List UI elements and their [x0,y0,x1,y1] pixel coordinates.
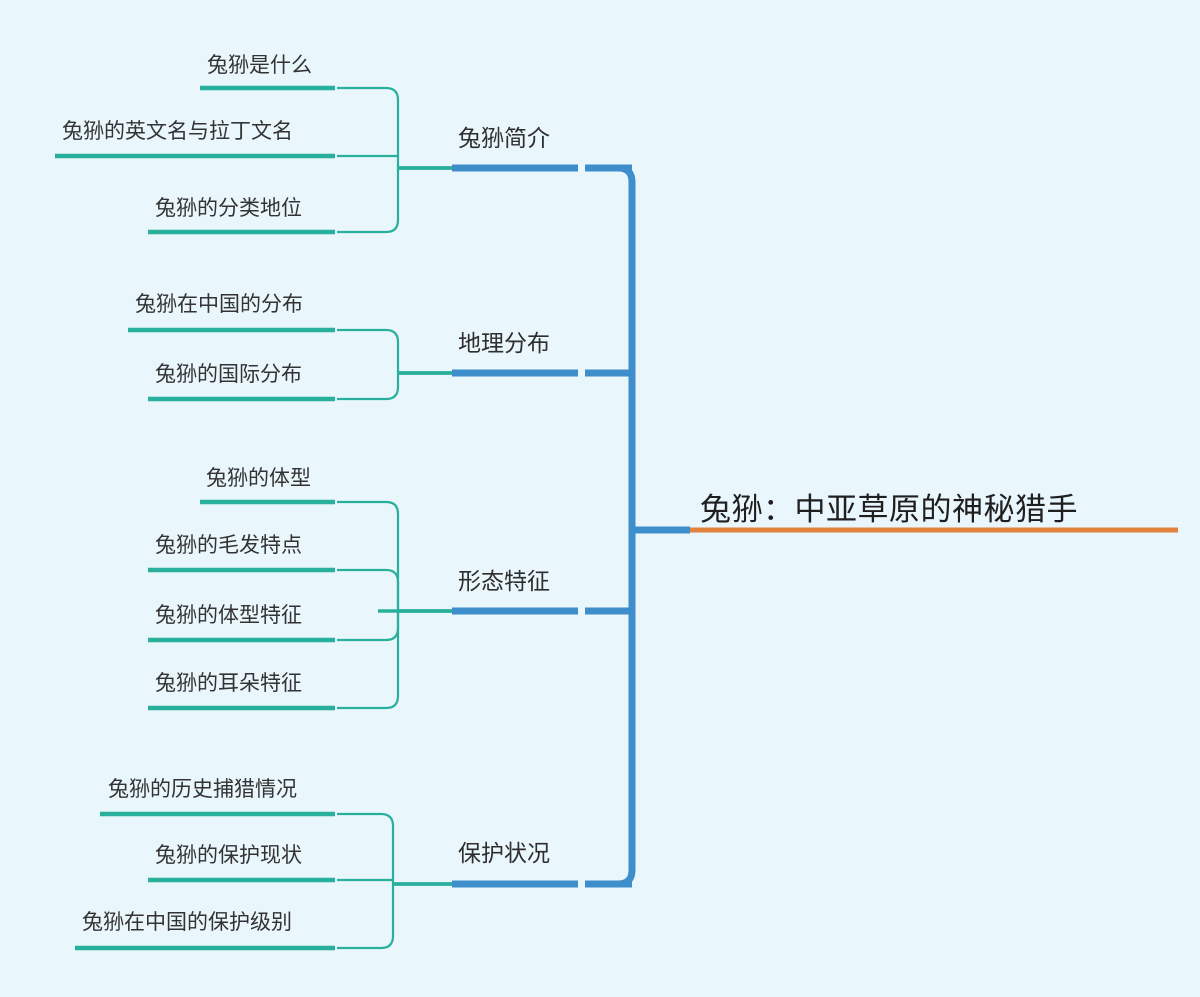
leaf-node-3-0-label: 兔狲的历史捕猎情况 [108,778,297,801]
leaf-node-1-1-label: 兔狲的国际分布 [155,363,302,386]
branch-node-2-label: 形态特征 [458,568,550,594]
root-node-label: 兔狲：中亚草原的神秘猎手 [700,492,1078,527]
leaf-node-3-1-label: 兔狲的保护现状 [155,844,302,867]
leaf-bracket-2-0 [337,500,400,710]
leaf-node-3-2-label: 兔狲在中国的保护级别 [82,911,292,934]
leaf-node-2-0[interactable]: 兔狲的体型 [206,468,311,489]
leaf-bracket-0-0 [337,86,400,234]
branch-node-1-label: 地理分布 [458,330,550,356]
leaf-node-2-3-label: 兔狲的耳朵特征 [155,672,302,695]
branch-node-0-label: 兔狲简介 [458,125,550,151]
branch-node-1[interactable]: 地理分布 [458,332,550,355]
leaf-node-0-1-label: 兔狲的英文名与拉丁文名 [62,120,293,143]
leaf-node-3-1[interactable]: 兔狲的保护现状 [155,845,302,866]
leaf-node-2-3[interactable]: 兔狲的耳朵特征 [155,673,302,694]
leaf-node-1-0-label: 兔狲在中国的分布 [135,293,303,316]
spine-trunk [614,164,636,888]
leaf-node-2-1[interactable]: 兔狲的毛发特点 [155,535,302,556]
branch-node-0[interactable]: 兔狲简介 [458,127,550,150]
root-node[interactable]: 兔狲：中亚草原的神秘猎手 [700,494,1078,525]
leaf-node-3-0[interactable]: 兔狲的历史捕猎情况 [108,779,297,800]
branch-node-3[interactable]: 保护状况 [458,842,550,865]
leaf-node-2-2[interactable]: 兔狲的体型特征 [155,605,302,626]
branch-node-2[interactable]: 形态特征 [458,570,550,593]
leaf-node-0-2[interactable]: 兔狲的分类地位 [155,198,302,219]
leaf-node-0-1[interactable]: 兔狲的英文名与拉丁文名 [62,121,293,142]
leaf-node-2-0-label: 兔狲的体型 [206,467,311,490]
leaf-node-2-1-label: 兔狲的毛发特点 [155,534,302,557]
branch-node-3-label: 保护状况 [458,840,550,866]
leaf-node-2-2-label: 兔狲的体型特征 [155,604,302,627]
leaf-node-3-2[interactable]: 兔狲在中国的保护级别 [82,912,292,933]
leaf-node-0-0[interactable]: 兔狲是什么 [207,55,312,76]
leaf-node-0-0-label: 兔狲是什么 [207,54,312,77]
leaf-node-1-1[interactable]: 兔狲的国际分布 [155,364,302,385]
leaf-node-0-2-label: 兔狲的分类地位 [155,197,302,220]
leaf-bracket-2-1 [337,568,400,642]
leaf-node-1-0[interactable]: 兔狲在中国的分布 [135,294,303,315]
leaf-bracket-1-0 [337,328,400,401]
leaf-bracket-3-0 [337,812,395,950]
